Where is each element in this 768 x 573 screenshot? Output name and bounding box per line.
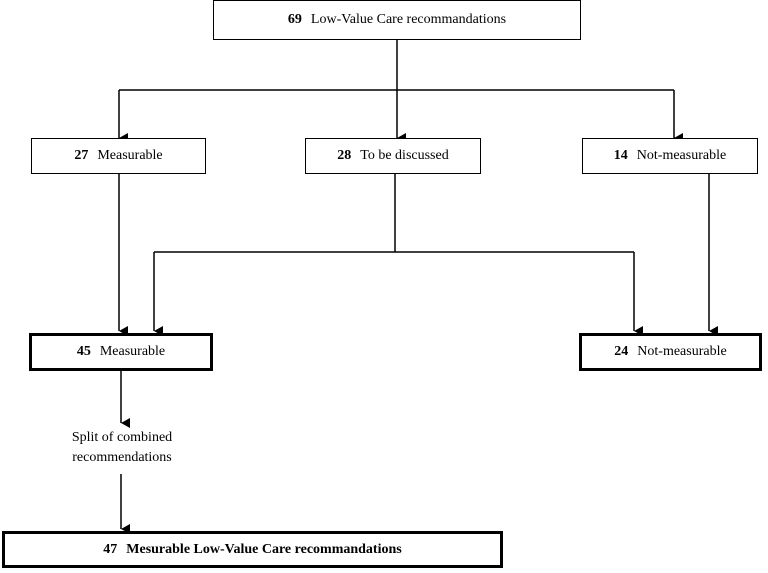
node-final-measurable-recommendations: 47 Mesurable Low-Value Care recommandati… xyxy=(2,531,503,568)
node-count: 14 xyxy=(613,148,628,163)
node-label: Not-measurable xyxy=(637,344,727,359)
node-to-be-discussed: 28 To be discussed xyxy=(305,138,481,174)
node-count: 47 xyxy=(103,541,118,557)
node-measurable-total: 45 Measurable xyxy=(29,333,213,371)
node-label: Measurable xyxy=(99,344,166,359)
node-count: 69 xyxy=(287,12,302,27)
node-count: 45 xyxy=(76,344,91,359)
node-label: Mesurable Low-Value Care recommandations xyxy=(126,541,402,557)
node-not-measurable-total: 24 Not-measurable xyxy=(579,333,762,371)
node-label: Low-Value Care recommandations xyxy=(310,12,507,27)
node-low-value-care-recommendations: 69 Low-Value Care recommandations xyxy=(213,0,581,40)
node-label: Not-measurable xyxy=(636,148,727,163)
node-count: 27 xyxy=(74,148,89,163)
split-note: Split of combined recommendations xyxy=(41,428,203,468)
node-label: Measurable xyxy=(97,148,163,163)
node-not-measurable: 14 Not-measurable xyxy=(582,138,758,174)
node-count: 24 xyxy=(614,344,629,359)
split-note-line-1: Split of combined xyxy=(71,430,173,445)
node-label: To be discussed xyxy=(360,148,449,163)
node-count: 28 xyxy=(337,148,352,163)
node-measurable: 27 Measurable xyxy=(31,138,206,174)
split-note-line-2: recommendations xyxy=(72,450,172,465)
